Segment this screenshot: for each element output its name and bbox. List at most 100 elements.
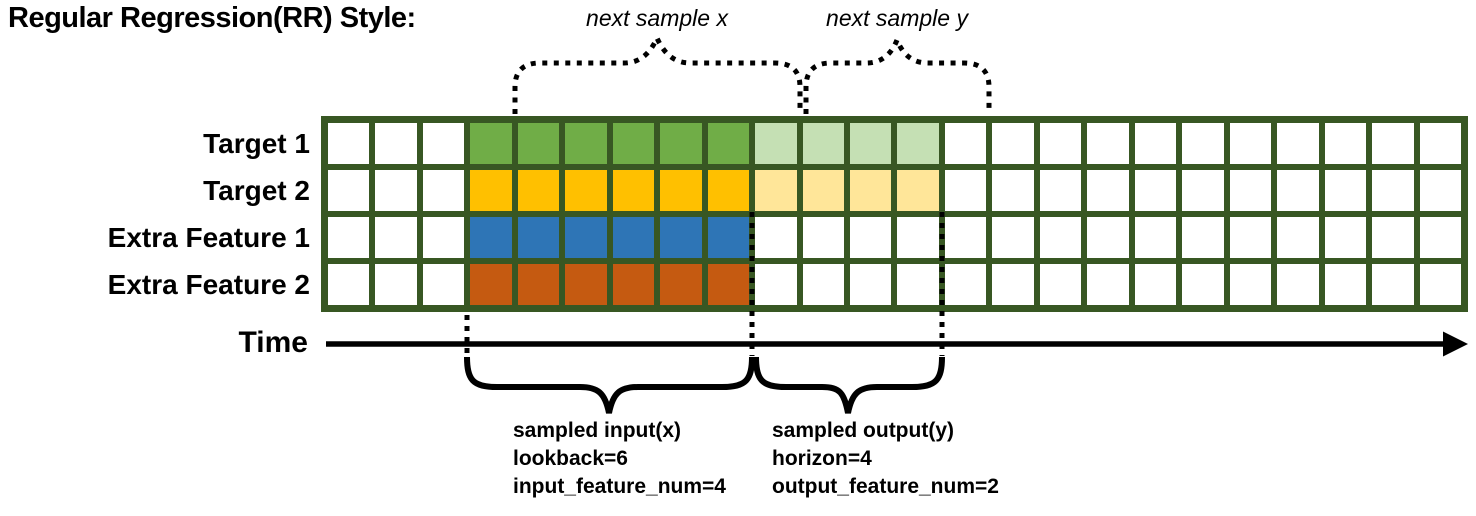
grid-cell <box>660 217 702 258</box>
grid-cell <box>850 217 892 258</box>
grid-cell <box>328 170 370 211</box>
grid-cell <box>375 123 417 164</box>
grid-cell <box>1419 123 1461 164</box>
grid-cell <box>375 264 417 305</box>
grid-cell <box>1229 264 1272 305</box>
grid-cell <box>1324 170 1367 211</box>
grid-cell <box>802 264 845 305</box>
grid-cell <box>897 264 939 305</box>
grid-cell <box>897 217 939 258</box>
grid-cell <box>1419 170 1461 211</box>
grid-cell <box>1039 170 1082 211</box>
next-sample-y-brace <box>803 33 992 114</box>
grid-cell <box>470 170 512 211</box>
grid-cell <box>1087 170 1129 211</box>
grid-cell <box>1039 123 1082 164</box>
grid-cell <box>944 123 987 164</box>
sampled-input-title: sampled input(x) <box>513 419 682 442</box>
time-axis-label: Time <box>238 326 308 359</box>
grid-cell <box>897 170 939 211</box>
row-label: Extra Feature 1 <box>107 222 310 253</box>
grid-cell <box>375 170 417 211</box>
grid-cell <box>1324 264 1367 305</box>
grid-cell <box>1134 217 1177 258</box>
grid-cell <box>944 264 987 305</box>
grid-cell <box>517 264 560 305</box>
grid-cell <box>707 170 750 211</box>
grid-cell <box>897 123 939 164</box>
next-sample-x-brace <box>512 31 803 114</box>
grid-cell <box>850 170 892 211</box>
time-axis-arrowhead <box>1443 331 1468 357</box>
grid-cell <box>1372 217 1414 258</box>
diagram-title: Regular Regression(RR) Style: <box>8 2 416 34</box>
grid-cell <box>1229 123 1272 164</box>
grid-cell <box>944 170 987 211</box>
grid-cell <box>422 217 465 258</box>
grid-cell <box>1087 123 1129 164</box>
grid-cell <box>707 217 750 258</box>
grid-cell <box>1229 217 1272 258</box>
grid-cell <box>1087 264 1129 305</box>
grid-cell <box>612 123 655 164</box>
grid-cell <box>517 217 560 258</box>
grid-cell <box>328 123 370 164</box>
grid-cell <box>517 123 560 164</box>
horizon-value: horizon=4 <box>772 447 872 470</box>
grid-cell <box>1182 123 1224 164</box>
grid-cell <box>1419 217 1461 258</box>
grid-cell <box>328 217 370 258</box>
row-label: Target 2 <box>203 175 310 206</box>
grid-cell <box>565 264 607 305</box>
grid-cell <box>802 123 845 164</box>
grid-cell <box>660 170 702 211</box>
grid-cell <box>1277 123 1319 164</box>
grid-cell <box>850 264 892 305</box>
grid-cell <box>1039 264 1082 305</box>
grid-cell <box>944 217 987 258</box>
grid-cell <box>1324 123 1367 164</box>
grid-cell <box>802 217 845 258</box>
lookback-value: lookback=6 <box>513 447 628 470</box>
grid-cell <box>422 123 465 164</box>
grid-cell <box>565 170 607 211</box>
grid-cell <box>517 170 560 211</box>
sample-grid <box>321 116 1468 312</box>
grid-cell <box>612 170 655 211</box>
grid-cell <box>850 123 892 164</box>
grid-cell <box>992 217 1034 258</box>
grid-cell <box>1419 264 1461 305</box>
grid-cell <box>565 123 607 164</box>
next-sample-y-label: next sample y <box>826 5 968 31</box>
grid-cell <box>1229 170 1272 211</box>
grid-cell <box>992 123 1034 164</box>
grid-cell <box>1134 123 1177 164</box>
grid-cell <box>470 123 512 164</box>
grid-cell <box>1372 123 1414 164</box>
grid-cell <box>755 170 797 211</box>
grid-cell <box>328 264 370 305</box>
grid-cell <box>1372 170 1414 211</box>
grid-cell <box>1277 264 1319 305</box>
grid-cell <box>1039 217 1082 258</box>
grid-cell <box>755 123 797 164</box>
grid-cell <box>755 217 797 258</box>
grid-cell <box>802 170 845 211</box>
grid-cell <box>755 264 797 305</box>
next-sample-x-label: next sample x <box>586 5 728 31</box>
grid-cell <box>470 217 512 258</box>
grid-cell <box>707 264 750 305</box>
input-feature-num-value: input_feature_num=4 <box>513 475 726 498</box>
sampled-output-title: sampled output(y) <box>772 419 954 442</box>
row-label: Target 1 <box>203 128 310 159</box>
grid-cell <box>612 264 655 305</box>
grid-cell <box>1134 170 1177 211</box>
grid-cell <box>1182 264 1224 305</box>
sampled-input-brace <box>464 356 755 414</box>
grid-cell <box>1182 170 1224 211</box>
grid-cell <box>1372 264 1414 305</box>
grid-cell <box>992 264 1034 305</box>
grid-cell <box>707 123 750 164</box>
grid-cell <box>1134 264 1177 305</box>
grid-cell <box>660 123 702 164</box>
